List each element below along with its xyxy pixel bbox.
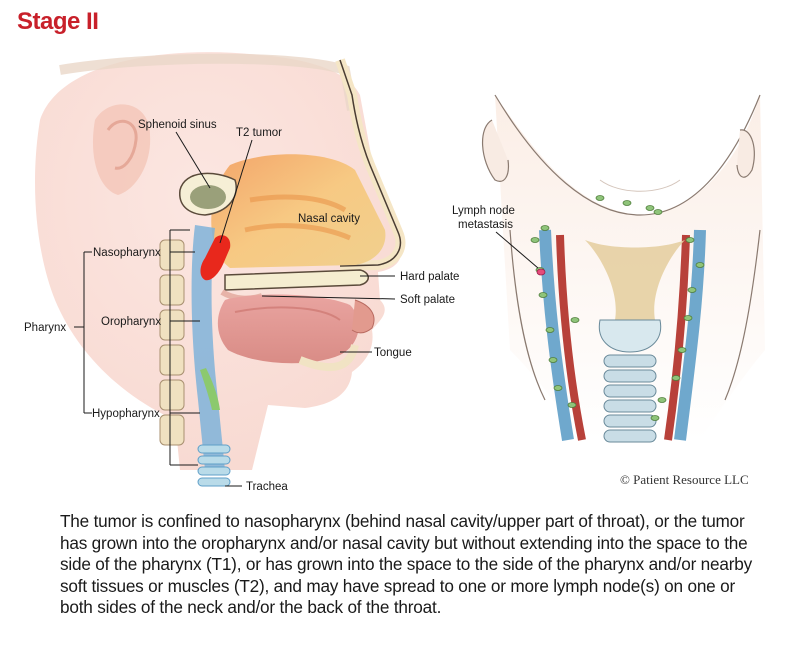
sagittal-head (35, 52, 406, 487)
lymph-nodes (530, 195, 705, 421)
label-nasal-cavity: Nasal cavity (298, 213, 360, 225)
label-hypopharynx: Hypopharynx (92, 408, 160, 420)
label-pharynx: Pharynx (24, 322, 66, 334)
metastasis-node (536, 268, 546, 276)
frontal-neck (481, 94, 765, 443)
label-hard-palate: Hard palate (400, 271, 459, 283)
trachea-rings (197, 444, 231, 487)
stage-title: Stage II (17, 8, 99, 35)
anatomy-illustration: Sphenoid sinus T2 tumor Nasal cavity Nas… (24, 52, 765, 493)
copyright-notice: © Patient Resource LLC (620, 472, 749, 487)
tumor-mark (200, 235, 231, 281)
label-sphenoid-sinus: Sphenoid sinus (138, 119, 217, 131)
left-leader-lines (74, 131, 396, 487)
label-lymph-node-2: metastasis (458, 219, 513, 231)
stage-description: The tumor is confined to nasopharynx (be… (60, 511, 753, 618)
label-lymph-node-1: Lymph node (452, 205, 515, 217)
label-t2-tumor: T2 tumor (236, 127, 282, 139)
label-tongue: Tongue (374, 347, 412, 359)
label-nasopharynx: Nasopharynx (93, 247, 161, 259)
label-trachea: Trachea (246, 481, 288, 493)
label-soft-palate: Soft palate (400, 294, 455, 306)
label-oropharynx: Oropharynx (101, 316, 161, 328)
